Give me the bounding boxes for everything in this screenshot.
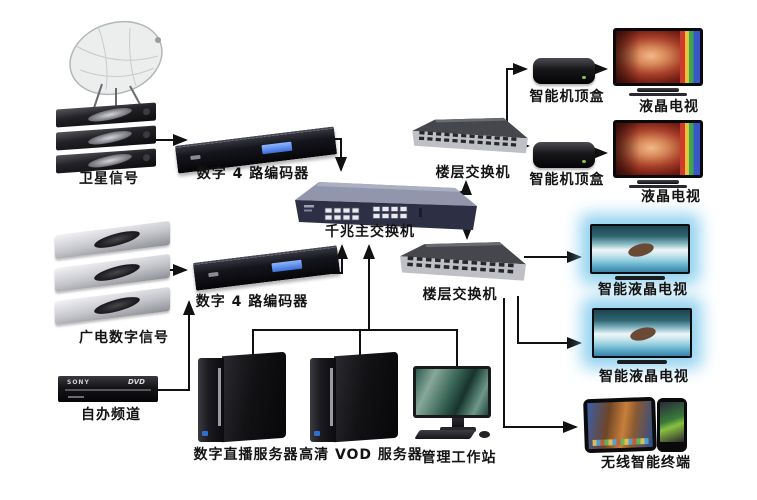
encoder-logo — [208, 272, 219, 278]
keyboard — [414, 430, 476, 439]
dvd-player: SONY DVD — [58, 376, 158, 402]
smart-tv-screen — [594, 310, 690, 356]
smart-stb-2-label: 智能机顶盒 — [529, 172, 605, 188]
floor-switch-2 — [400, 242, 526, 281]
server-side-panel — [334, 351, 398, 443]
dvd-brand: SONY — [67, 379, 90, 386]
tv-base — [629, 185, 687, 188]
main-switch-label: 千兆主交换机 — [325, 224, 415, 240]
floor-switch-2-label: 楼层交换机 — [422, 287, 498, 303]
smart-stb-1-label: 智能机顶盒 — [529, 89, 605, 105]
dvd-tray — [65, 389, 151, 391]
cable-signal-label: 广电数字信号 — [79, 330, 169, 346]
lcd-tv-2-label: 液晶电视 — [641, 189, 701, 205]
satellite-signal-label: 卫星信号 — [79, 171, 139, 187]
tv-screen — [616, 31, 700, 83]
dvd-logo: DVD — [127, 378, 145, 386]
phone-screen — [660, 402, 684, 442]
encoder-2-label: 数字 4 路编码器 — [195, 294, 309, 310]
server-front-panel — [310, 358, 336, 442]
smart-lcd-tv-1 — [590, 224, 690, 280]
lcd-tv-2 — [613, 120, 703, 188]
workstation-monitor — [413, 366, 491, 418]
smart-stb-2 — [533, 142, 595, 168]
workstation-screen — [416, 369, 488, 415]
wire-dvd-to-encoder2 — [157, 300, 195, 391]
server-logo — [314, 431, 320, 436]
smart-lcd-tv-2 — [592, 308, 692, 364]
encoder-display — [261, 141, 293, 155]
encoder-1-label: 数字 4 路编码器 — [196, 166, 310, 182]
tv-stand — [617, 360, 667, 364]
wire-floorswitch1-to-stb1 — [506, 63, 528, 132]
encoder-display — [271, 259, 303, 273]
encoder-logo — [190, 155, 201, 161]
management-workstation — [413, 366, 503, 446]
main-switch — [295, 182, 477, 230]
self-channel-label: 自办频道 — [81, 407, 141, 423]
server-logo — [202, 431, 208, 436]
smart-lcd-tv-2-label: 智能液晶电视 — [599, 369, 689, 385]
tv-stand — [637, 88, 679, 92]
smart-tv-screen — [592, 226, 688, 272]
monitor-base — [440, 427, 476, 432]
vod-server-label: 高清 VOD 服务器 — [299, 447, 423, 463]
tablet-screen — [587, 400, 653, 450]
tv-stand — [637, 180, 679, 184]
tablet — [583, 396, 657, 454]
monitor-stand — [452, 418, 464, 427]
dvd-buttons — [68, 396, 84, 398]
wire-server-bus — [252, 329, 458, 366]
lcd-tv-1-label: 液晶电视 — [639, 99, 699, 115]
wire-floorswitch2-to-smarttv2 — [517, 296, 582, 349]
floor-switch-1-label: 楼层交换机 — [435, 165, 511, 181]
smartphone — [657, 398, 687, 452]
server-front-panel — [198, 358, 224, 442]
smart-stb-1 — [533, 58, 595, 84]
smart-lcd-tv-1-label: 智能液晶电视 — [598, 282, 688, 298]
satellite-dish — [69, 20, 163, 109]
live-server-label: 数字直播服务器 — [193, 447, 299, 463]
lcd-tv-1 — [613, 28, 703, 96]
live-server — [198, 351, 290, 444]
workstation-label: 管理工作站 — [421, 450, 497, 466]
tv-screen — [616, 123, 700, 175]
mouse — [479, 431, 490, 438]
wire-floorswitch2-to-tablet — [503, 298, 578, 433]
vod-server — [310, 351, 402, 444]
server-side-panel — [222, 351, 286, 443]
tv-stand — [615, 276, 665, 280]
wireless-terminal-label: 无线智能终端 — [601, 455, 691, 471]
tv-base — [629, 93, 687, 96]
